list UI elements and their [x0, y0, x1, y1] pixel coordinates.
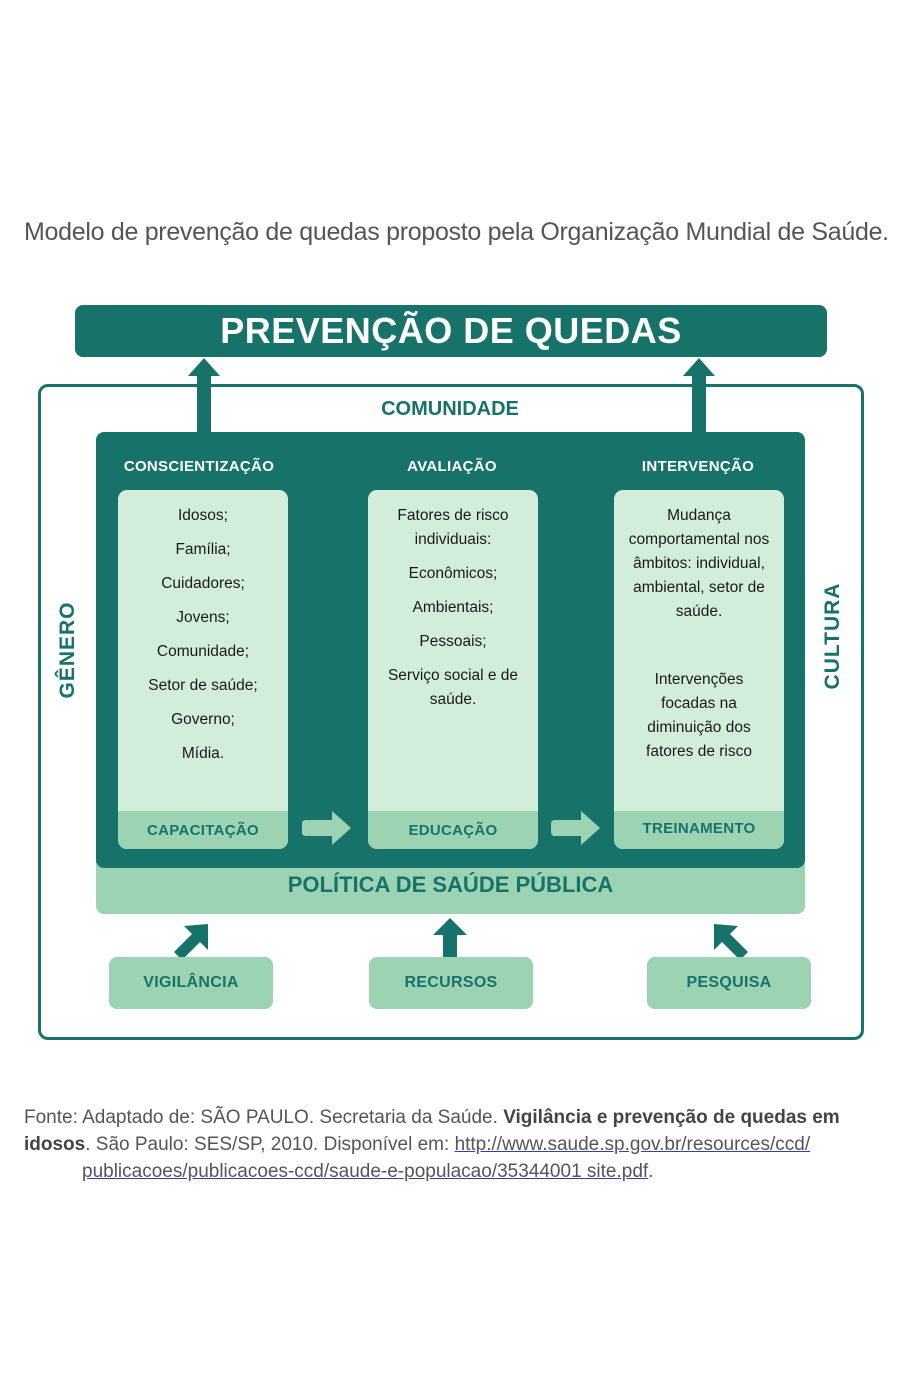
source-link[interactable]: http://www.saude.sp.gov.br/resources/ccd… [454, 1134, 811, 1155]
card-item: Fatores de risco individuais: [397, 507, 509, 548]
diagonal-up-left-arrow-icon [714, 924, 748, 960]
figure-caption: Modelo de prevenção de quedas proposto p… [24, 218, 889, 246]
card-item: Intervenções focadas na diminuição dos f… [646, 671, 752, 760]
source-text: . São Paulo: SES/SP, 2010. Disponível em… [85, 1134, 450, 1155]
card-item: Ambientais; [412, 599, 494, 616]
card-item: Cuidadores; [161, 575, 245, 592]
source-citation: Fonte: Adaptado de: SÃO PAULO. Secretari… [24, 1104, 884, 1185]
source-title: Vigilância e prevenção de quedas em idos… [24, 1107, 840, 1155]
awareness-card: Idosos; Família; Cuidadores; Jovens; Com… [118, 490, 288, 849]
right-arrow-icon [302, 811, 351, 845]
card-item: Comunidade; [156, 643, 250, 660]
research-box: PESQUISA [647, 957, 811, 1009]
card-item: Econômicos; [408, 565, 498, 582]
card-item: Governo; [171, 711, 235, 728]
card-item: Família; [175, 541, 231, 558]
card-item: Serviço social e de saúde. [387, 667, 519, 708]
assessment-card: Fatores de risco individuais: Econômicos… [368, 490, 538, 849]
source-prefix: Fonte: [24, 1107, 78, 1128]
diagonal-up-right-arrow-icon [174, 924, 208, 960]
card-item: Jovens; [176, 609, 230, 626]
training-label: CAPACITAÇÃO [118, 811, 288, 849]
card-item: Idosos; [178, 507, 228, 524]
card-item: Pessoais; [419, 633, 487, 650]
policy-label: POLÍTICA DE SAÚDE PÚBLICA [287, 872, 614, 897]
card-item: Mudança comportamental nos âmbitos: indi… [628, 507, 770, 620]
gender-label: GÊNERO [56, 601, 79, 699]
up-arrow-icon [683, 358, 715, 434]
surveillance-box: VIGILÂNCIA [109, 957, 273, 1009]
source-end: . [648, 1161, 654, 1182]
up-arrow-icon [188, 358, 220, 434]
source-link[interactable]: publicacoes/publicacoes-ccd/saude-e-popu… [82, 1161, 649, 1182]
diagram-title: PREVENÇÃO DE QUEDAS [75, 305, 827, 357]
column-title-assessment: AVALIAÇÃO [407, 458, 497, 475]
skills-training-label: TREINAMENTO [614, 811, 784, 849]
up-arrow-icon [433, 918, 467, 958]
right-arrow-icon [551, 811, 600, 845]
community-label: COMUNIDADE [381, 398, 519, 420]
education-label: EDUCAÇÃO [368, 811, 538, 849]
card-item: Setor de saúde; [148, 677, 258, 694]
intervention-card: Mudança comportamental nos âmbitos: indi… [614, 490, 784, 849]
column-title-intervention: INTERVENÇÃO [641, 458, 755, 475]
column-title-awareness: CONSCIENTIZAÇÃO [123, 458, 275, 475]
source-text: Adaptado de: SÃO PAULO. Secretaria da Sa… [82, 1107, 498, 1128]
culture-label: CULTURA [821, 582, 844, 690]
resources-box: RECURSOS [369, 957, 533, 1009]
community-frame [38, 384, 864, 1040]
card-item: Mídia. [181, 745, 225, 762]
